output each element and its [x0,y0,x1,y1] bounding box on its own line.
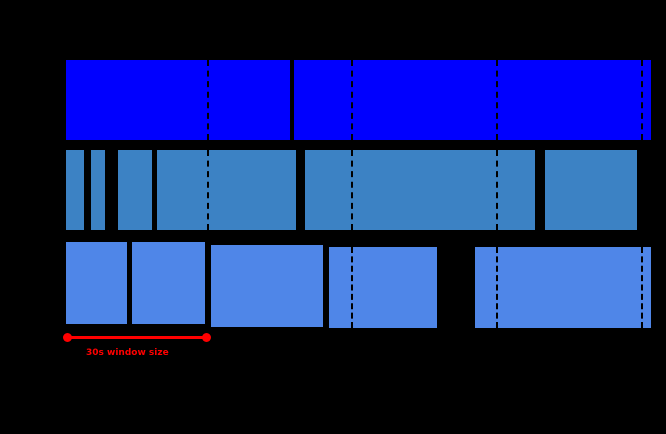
timeline-segment [211,245,323,327]
window-boundary-line [207,60,209,140]
window-boundary-line [641,247,643,328]
timeline-segment [329,247,437,328]
timeline-segment [545,150,637,230]
window-size-bracket-start-cap [63,333,72,342]
timeline-segment [66,60,207,140]
window-boundary-line [496,150,498,230]
timeline-segment [132,242,205,324]
window-size-bracket-end-cap [202,333,211,342]
window-boundary-line [207,150,209,230]
timeline-segment [294,60,651,140]
window-boundary-line [351,60,353,140]
window-boundary-line [641,60,643,140]
timeline-segment [157,150,296,230]
timeline-segment [66,150,84,230]
timeline-segment [66,242,127,324]
window-boundary-line [351,150,353,230]
timeline-segment [475,247,651,328]
window-boundary-line [496,247,498,328]
timeline-segment [207,60,290,140]
window-boundary-line [351,247,353,328]
window-size-bracket-line [68,336,206,339]
window-boundary-line [496,60,498,140]
timeline-segment [305,150,535,230]
window-size-label: 30s window size [86,348,169,358]
timeline-segment [118,150,152,230]
timeline-segment [91,150,105,230]
